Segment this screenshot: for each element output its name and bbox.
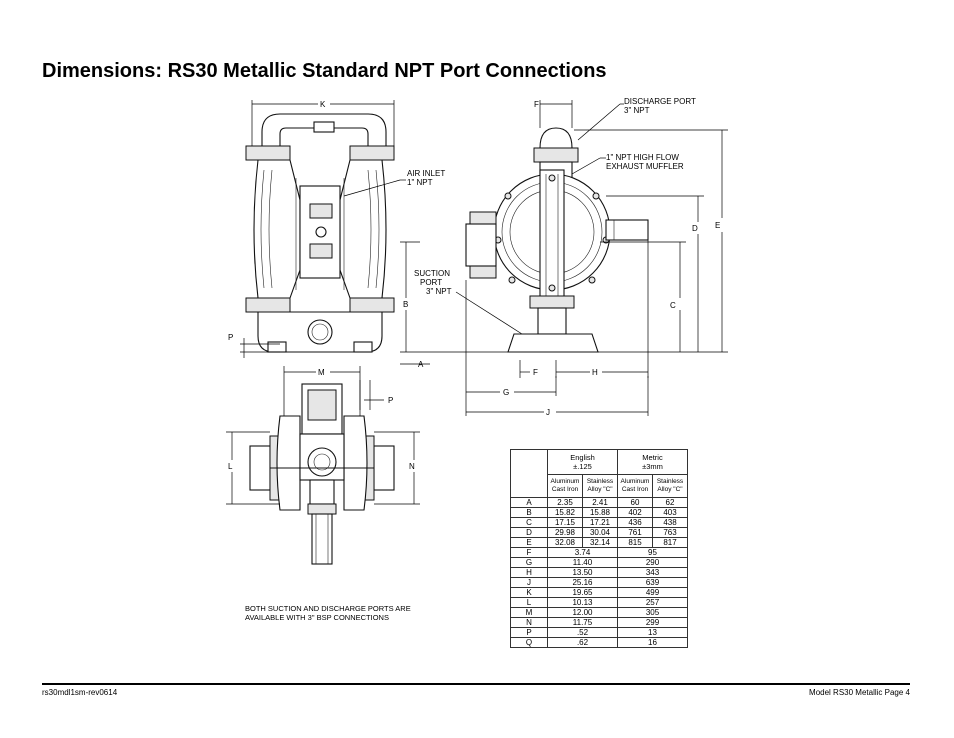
suction-callout-line-2: PORT [420, 278, 442, 287]
exhaust-callout-line-2: EXHAUST MUFFLER [606, 162, 684, 171]
dim-label-j: J [546, 408, 550, 417]
english-header: English ±.125 [547, 449, 618, 475]
dim-label-p: P [228, 333, 233, 342]
air-inlet-callout-line-1: AIR INLET [407, 169, 445, 178]
page-label: Model RS30 Metallic Page 4 [809, 688, 910, 697]
dim-label-l: L [228, 462, 233, 471]
dim-label-n: N [409, 462, 415, 471]
dim-label-p-top: P [388, 396, 393, 405]
top-view: M P L N [226, 366, 420, 565]
dim-label-f-top: F [534, 100, 539, 109]
dim-label-k: K [320, 100, 326, 109]
page-title: Dimensions: RS30 Metallic Standard NPT P… [42, 60, 607, 82]
discharge-callout-line-1: DISCHARGE PORT [624, 97, 696, 106]
front-view: K P AIR INLET 1" NPT SUCTION PORT 3" NPT… [228, 100, 523, 369]
dim-label-d: D [692, 224, 698, 233]
dim-label-g: G [503, 388, 509, 397]
document-code: rs30mdl1sm-rev0614 [42, 688, 118, 697]
dim-label-f-bottom: F [533, 368, 538, 377]
note-line-2: AVAILABLE WITH 3" BSP CONNECTIONS [245, 613, 389, 622]
air-inlet-callout-line-2: 1" NPT [407, 178, 433, 187]
table-corner-cell [510, 449, 548, 498]
suction-callout-line-1: SUCTION [414, 269, 450, 278]
dim-label-h: H [592, 368, 598, 377]
exhaust-callout-line-1: 1" NPT HIGH FLOW [606, 153, 679, 162]
side-view: F DISCHARGE PORT 3" NPT 1" NPT HIGH FLOW… [465, 97, 728, 417]
metric-header: Metric ±3mm [617, 449, 688, 475]
dim-label-c: C [670, 301, 676, 310]
dim-label-a: A [418, 360, 424, 369]
suction-callout-line-3: 3" NPT [426, 287, 452, 296]
bsp-connection-note: BOTH SUCTION AND DISCHARGE PORTS ARE AVA… [245, 604, 411, 622]
footer-divider [42, 683, 910, 685]
note-line-1: BOTH SUCTION AND DISCHARGE PORTS ARE [245, 604, 411, 613]
discharge-callout-line-2: 3" NPT [624, 106, 650, 115]
dim-label-m: M [318, 368, 325, 377]
dim-label-e: E [715, 221, 720, 230]
dim-label-b: B [403, 300, 408, 309]
